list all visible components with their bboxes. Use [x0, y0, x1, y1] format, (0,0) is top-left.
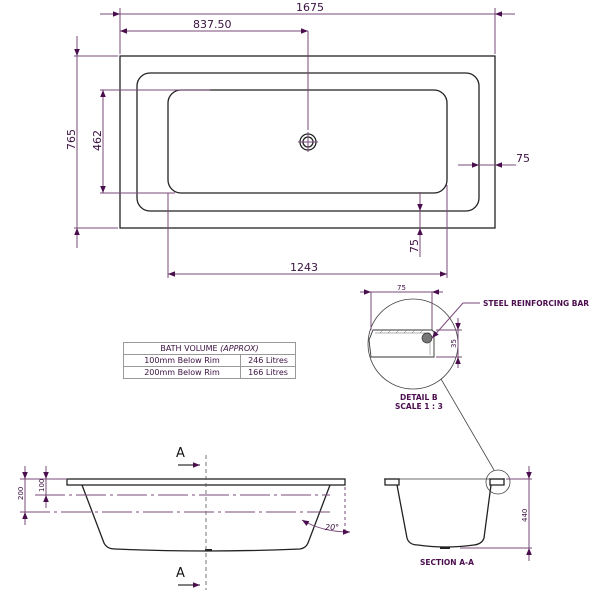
dim-rim-end: 75 — [408, 239, 421, 253]
reinforcing-bar-icon — [421, 332, 433, 344]
table-header-row: BATH VOLUME (APPROX) — [123, 342, 296, 355]
section-mark-bottom: A — [176, 566, 185, 581]
rim-profile — [368, 329, 435, 358]
detail-circle — [367, 298, 459, 390]
level-cell: 200mm Below Rim — [123, 366, 241, 379]
table-title: BATH VOLUME (APPROX) — [123, 342, 296, 355]
dim-overall-length: 1675 — [296, 1, 324, 14]
dim-level-200: 200 — [17, 487, 25, 500]
drain-icon — [298, 132, 318, 152]
dim-overall-width: 765 — [65, 129, 78, 150]
section-mark-top: A — [176, 446, 185, 461]
dim-depth: 440 — [521, 509, 529, 522]
callout-reinforcing-bar: STEEL REINFORCING BAR — [483, 299, 589, 308]
volume-cell: 166 Litres — [240, 366, 296, 379]
detail-b-marker — [485, 469, 511, 495]
side-elevation: 200 100 20° A A — [17, 446, 351, 590]
volume-cell: 246 Litres — [240, 354, 296, 367]
detail-dim-width: 75 — [397, 284, 406, 292]
detail-dim-height: 35 — [450, 339, 458, 348]
table-row: 200mm Below Rim 166 Litres — [123, 366, 296, 379]
dim-wall-angle: 20° — [325, 523, 339, 532]
dim-basin-length: 1243 — [290, 261, 318, 274]
detail-scale: SCALE 1 : 3 — [395, 402, 443, 411]
dim-level-100: 100 — [38, 479, 46, 492]
plan-view: 1675 837.50 765 462 75 75 1243 — [65, 1, 530, 278]
table-row: 100mm Below Rim 246 Litres — [123, 354, 296, 367]
detail-b: 75 STEEL REINFORCING BAR 35 DETAIL B SCA… — [360, 284, 589, 471]
detail-leader-line — [440, 378, 495, 471]
dim-rim-side: 75 — [516, 152, 530, 165]
dim-basin-width: 462 — [91, 130, 104, 151]
section-title: SECTION A-A — [420, 558, 474, 567]
level-cell: 100mm Below Rim — [123, 354, 241, 367]
section-aa: 440 SECTION A-A — [384, 466, 532, 567]
detail-title: DETAIL B — [400, 393, 438, 402]
bath-volume-table: BATH VOLUME (APPROX) 100mm Below Rim 246… — [123, 342, 296, 379]
dim-half-length: 837.50 — [193, 18, 232, 31]
